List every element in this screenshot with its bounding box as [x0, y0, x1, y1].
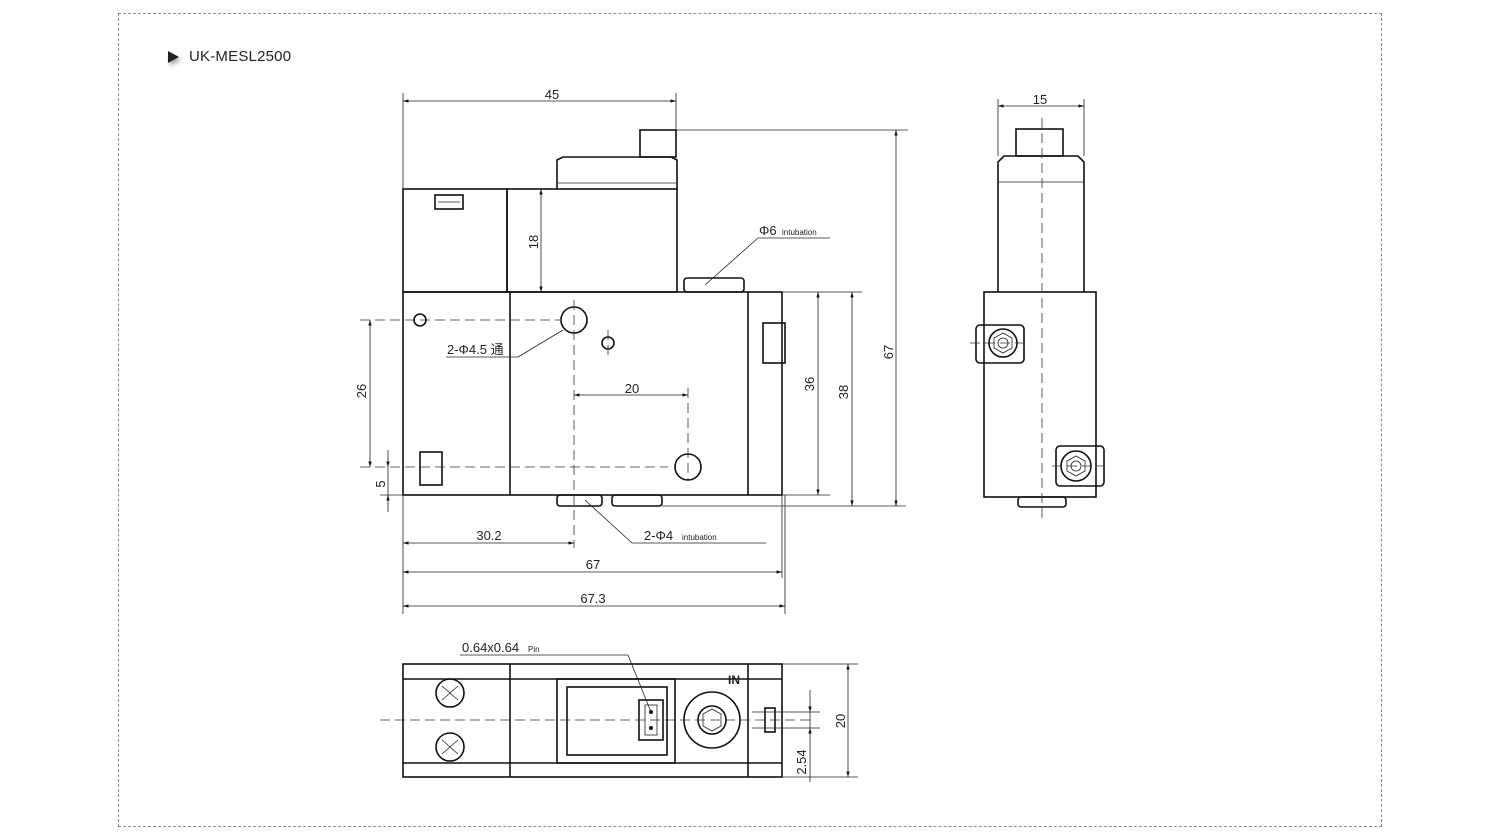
- bottom-valve-block: [402, 663, 783, 778]
- cross-screw-icon: [441, 685, 459, 701]
- dim-15: 15: [1033, 92, 1047, 107]
- bottom-view: IN 0.64x0.64 Pin 20 2.54: [380, 640, 858, 782]
- dim-30-2: 30.2: [476, 528, 501, 543]
- dim-20-vertical: 20: [833, 714, 848, 728]
- screw-2: [435, 732, 465, 762]
- dim-20: 20: [625, 381, 639, 396]
- dim-36: 36: [802, 377, 817, 391]
- side-valve-block: [983, 291, 1097, 498]
- cross-screw-icon: [441, 739, 459, 755]
- phi4-intubation: intubation: [682, 533, 717, 542]
- hex-icon: [702, 708, 722, 732]
- dim-67-horizontal: 67: [586, 557, 600, 572]
- connector-housing: [556, 156, 678, 189]
- phi45-label: 2-Φ4.5 通: [447, 342, 504, 357]
- dim-67-vertical: 67: [881, 345, 896, 359]
- phi4-fitting-2: [611, 494, 663, 507]
- side-solenoid-body: [997, 155, 1085, 292]
- dim-26: 26: [354, 384, 369, 398]
- screw-1: [435, 678, 465, 708]
- bottom-connector-inner: [566, 686, 668, 756]
- model-title: UK-MESL2500: [189, 48, 292, 65]
- triangle-bullet-icon: [168, 50, 179, 63]
- side-fitting-1: [975, 324, 1025, 364]
- side-clip: [762, 322, 786, 364]
- drawing-frame: [118, 13, 1382, 827]
- coil-clip: [434, 194, 464, 210]
- phi6-label: Φ6: [759, 223, 777, 238]
- port-in-label: IN: [728, 673, 740, 687]
- bottom-connector: [556, 678, 676, 764]
- leader-line: [584, 499, 633, 544]
- pin-label: Pin: [528, 645, 540, 654]
- dim-67-3: 67.3: [580, 591, 605, 606]
- front-view: 45 18 67 Φ6 intubation 2-Φ4.5 通 26 5 20: [354, 87, 908, 614]
- phi4-fitting-1: [556, 494, 603, 507]
- dim-38: 38: [836, 385, 851, 399]
- pin-size-label: 0.64x0.64: [462, 640, 519, 655]
- bottom-clip: [419, 451, 443, 486]
- coil-housing: [402, 188, 508, 293]
- phi6-intubation: intubation: [782, 228, 817, 237]
- hex-icon: [993, 332, 1013, 354]
- manual-override-button: [639, 129, 677, 158]
- phi4-label: 2-Φ4: [644, 528, 673, 543]
- title-block: UK-MESL2500: [168, 48, 291, 65]
- leader-line: [704, 237, 759, 286]
- side-override-button: [1015, 128, 1064, 157]
- hex-icon: [1066, 455, 1086, 477]
- valve-block: [402, 291, 783, 496]
- phi6-fitting: [683, 277, 745, 293]
- dim-2-54: 2.54: [794, 749, 809, 774]
- leader-line: [627, 654, 652, 713]
- dim-45: 45: [545, 87, 559, 102]
- leader-line: [517, 329, 564, 358]
- dim-18: 18: [526, 235, 541, 249]
- pin-dot: [649, 726, 653, 730]
- dim-5: 5: [373, 480, 388, 487]
- side-view: 15: [970, 92, 1105, 520]
